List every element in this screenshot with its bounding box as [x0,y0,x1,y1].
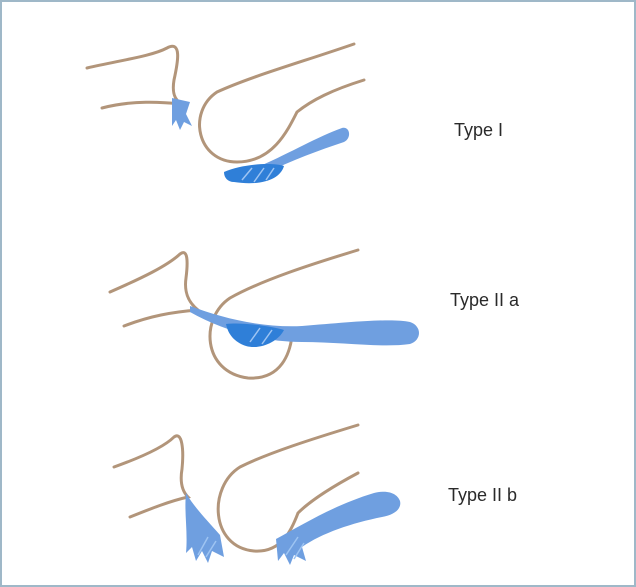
type-2a-label: Type II a [450,290,519,311]
type-2a-illustration [2,202,634,397]
metacarpal-head-outline [218,425,358,551]
bone-fragment [224,164,284,183]
proximal-phalanx-outline [110,253,198,326]
type-2b-label: Type II b [448,485,517,506]
metacarpal-head-outline [200,44,364,162]
ligament-displaced [190,306,419,345]
proximal-phalanx-outline [114,436,188,517]
type-1-label: Type I [454,120,503,141]
panel-type-2b: Type II b [2,397,634,585]
proximal-phalanx-outline [87,46,182,108]
metacarpal-head-outline [210,250,358,378]
type-2b-illustration [2,397,634,585]
panel-type-1: Type I [2,2,634,202]
ligament-retracted-distal [276,492,400,565]
type-1-illustration [2,2,634,202]
panel-type-2a: Type II a [2,202,634,397]
ligament-stump-proximal [172,98,192,130]
